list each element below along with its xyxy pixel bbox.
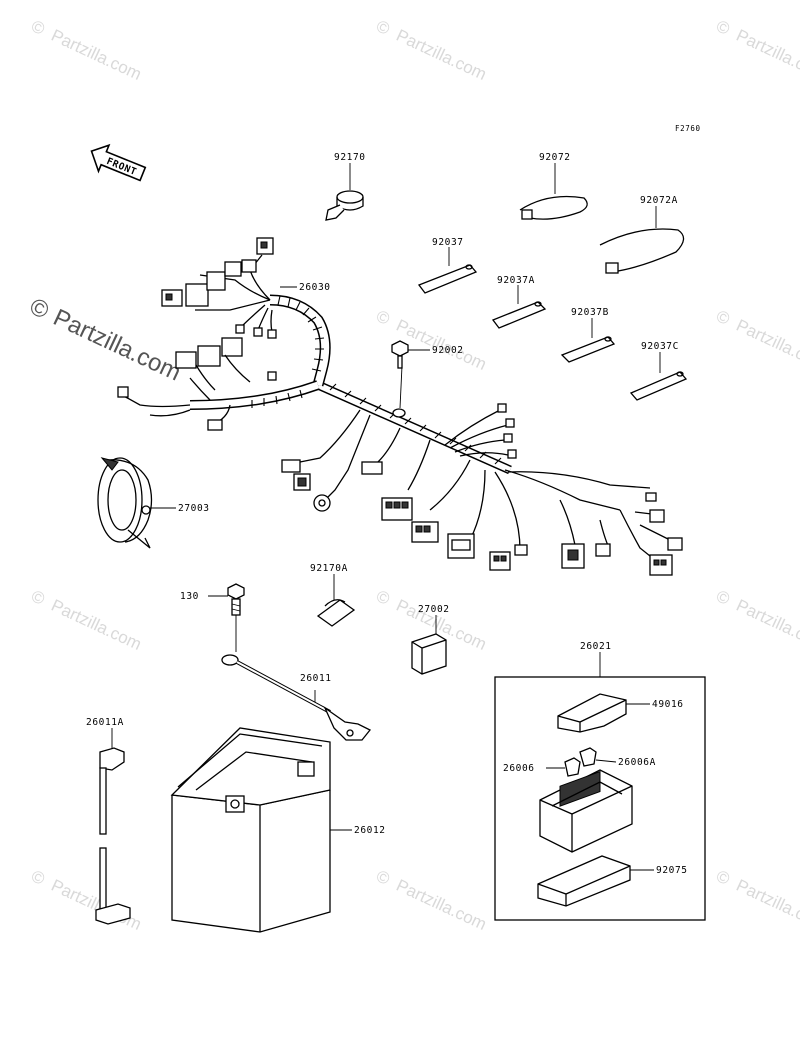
part-27003-horn (97, 457, 176, 549)
watermark-symbol: © (28, 586, 48, 609)
watermark-text: Partzilla.com (393, 26, 489, 84)
part-92072-tie (519, 163, 588, 220)
label-92170: 92170 (334, 152, 366, 163)
label-26030: 26030 (299, 282, 331, 293)
watermark-symbol: © (713, 586, 733, 609)
part-26012-battery (170, 727, 352, 933)
label-26006A: 26006A (618, 757, 656, 768)
label-92037C: 92037C (641, 341, 679, 352)
label-26011: 26011 (300, 673, 332, 684)
label-130: 130 (180, 591, 199, 602)
label-26011A: 26011A (86, 717, 124, 728)
label-26012: 26012 (354, 825, 386, 836)
part-130-bolt (208, 583, 245, 652)
part-92037A-band (491, 285, 547, 329)
label-27003: 27003 (178, 503, 210, 514)
label-92075: 92075 (656, 865, 688, 876)
label-92037B: 92037B (571, 307, 609, 318)
watermark-text: Partzilla.com (733, 26, 800, 84)
label-26021: 26021 (580, 641, 612, 652)
watermark-symbol: © (28, 16, 48, 39)
watermark-symbol: © (28, 866, 48, 889)
watermark-symbol: © (373, 16, 393, 39)
label-27002: 27002 (418, 604, 450, 615)
label-92037: 92037 (432, 237, 464, 248)
watermark-text: Partzilla.com (733, 316, 800, 374)
front-arrow-icon: FRONT (90, 143, 147, 182)
label-92072: 92072 (539, 152, 571, 163)
part-92170-clamp (325, 163, 364, 221)
watermark-prominent: © Partzilla.com (25, 293, 184, 387)
label-92037A: 92037A (497, 275, 535, 286)
part-92037C-band (629, 352, 688, 401)
part-26011-battery-cable (221, 654, 372, 741)
watermark-symbol: © (373, 866, 393, 889)
watermark-symbol: © (713, 16, 733, 39)
label-92072A: 92072A (640, 195, 678, 206)
label-92002: 92002 (432, 345, 464, 356)
part-92037-band (417, 247, 478, 294)
watermark-layer: ©Partzilla.com ©Partzilla.com ©Partzilla… (25, 16, 800, 934)
watermark-symbol: © (713, 866, 733, 889)
part-92037B-band (560, 318, 616, 363)
label-92170A: 92170A (310, 563, 348, 574)
label-49016: 49016 (652, 699, 684, 710)
part-26011A-cable (95, 728, 131, 925)
diagram-code: F2760 (675, 124, 701, 133)
watermark-symbol: © (713, 306, 733, 329)
watermark-text: Partzilla.com (48, 876, 144, 934)
watermark-text: Partzilla.com (48, 26, 144, 84)
watermark-text: Partzilla.com (49, 304, 185, 387)
part-26021-fusebox-assembly (494, 652, 706, 921)
part-92002-bolt (391, 340, 430, 409)
part-27002-relay (411, 615, 447, 675)
watermark-text: Partzilla.com (733, 876, 800, 934)
watermark-symbol: © (373, 586, 393, 609)
watermark-symbol: © (25, 293, 53, 325)
watermark-text: Partzilla.com (393, 876, 489, 934)
part-92072A-tie (599, 206, 685, 274)
watermark-symbol: © (373, 306, 393, 329)
watermark-text: Partzilla.com (48, 596, 144, 654)
watermark-text: Partzilla.com (733, 596, 800, 654)
label-26006: 26006 (503, 763, 535, 774)
part-26030-main-harness (117, 237, 683, 576)
part-92170A-clamp (316, 574, 356, 627)
